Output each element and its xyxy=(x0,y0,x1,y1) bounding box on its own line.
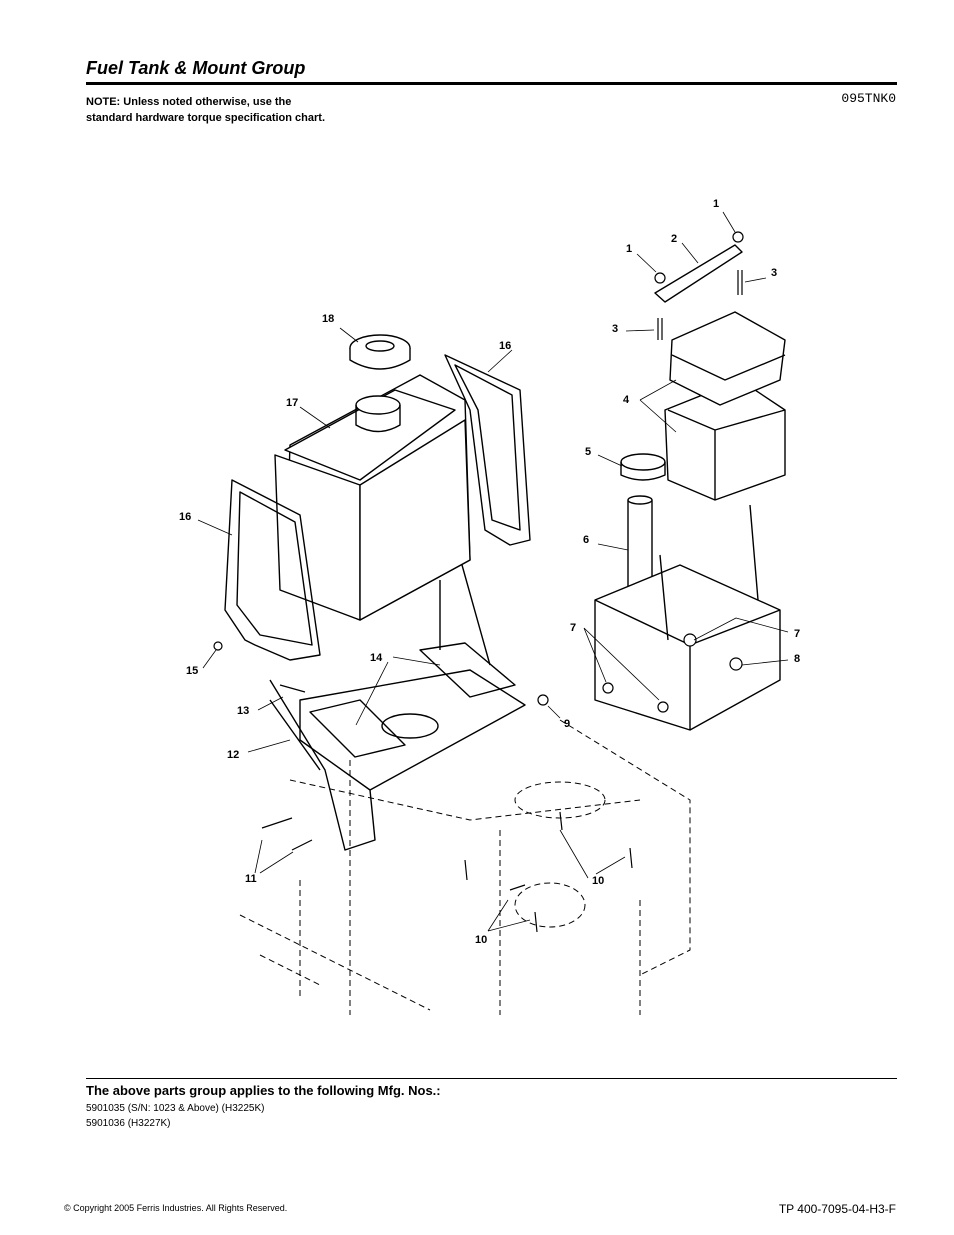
filter-cap xyxy=(620,453,666,481)
callout-18: 18 xyxy=(322,313,334,325)
tank-mount-plate xyxy=(269,642,526,851)
fuel-tank xyxy=(274,374,471,621)
callout-8: 8 xyxy=(794,653,800,665)
battery-hold-bar xyxy=(654,244,743,303)
callout-4: 4 xyxy=(623,394,630,406)
battery-box xyxy=(664,311,786,501)
callout-3a: 3 xyxy=(771,267,777,279)
callout-5: 5 xyxy=(585,446,591,458)
callout-17: 17 xyxy=(286,397,298,409)
battery-tray xyxy=(594,504,781,731)
hardware xyxy=(213,231,744,933)
callout-10a: 10 xyxy=(592,875,604,887)
footer-rule xyxy=(86,1078,897,1079)
diagram-code: 095TNK0 xyxy=(841,91,896,106)
mfg-number: 5901035 (S/N: 1023 & Above) (H3225K) xyxy=(86,1103,265,1114)
callout-10b: 10 xyxy=(475,934,487,946)
callout-6: 6 xyxy=(583,534,589,546)
callout-9: 9 xyxy=(564,718,570,730)
torque-note: NOTE: Unless noted otherwise, use the st… xyxy=(86,96,326,124)
tank-strap-right xyxy=(444,354,531,546)
header-rule xyxy=(86,82,897,85)
applies-heading: The above parts group applies to the fol… xyxy=(86,1083,441,1098)
callout-16a: 16 xyxy=(499,340,511,352)
mfg-number: 5901036 (H3227K) xyxy=(86,1118,171,1129)
callout-16b: 16 xyxy=(179,511,191,523)
callout-15: 15 xyxy=(186,665,198,677)
document-number: TP 400-7095-04-H3-F xyxy=(778,1202,896,1216)
filler-neck xyxy=(355,395,401,433)
callout-12: 12 xyxy=(227,749,239,761)
fuel-cap xyxy=(349,334,411,370)
callout-1b: 1 xyxy=(626,243,632,255)
frame-outline xyxy=(239,719,691,1015)
support-bracket xyxy=(269,564,491,771)
copyright: © Copyright 2005 Ferris Industries. All … xyxy=(64,1203,288,1213)
callout-1a: 1 xyxy=(713,198,719,210)
callout-7a: 7 xyxy=(570,622,576,634)
callout-13: 13 xyxy=(237,705,249,717)
leader-lines xyxy=(197,211,789,932)
tank-strap-left xyxy=(224,479,321,661)
callout-3b: 3 xyxy=(612,323,618,335)
callout-14: 14 xyxy=(370,652,383,664)
page-title: Fuel Tank & Mount Group xyxy=(86,58,306,78)
callout-7b: 7 xyxy=(794,628,800,640)
callout-2: 2 xyxy=(671,233,677,245)
callout-11: 11 xyxy=(245,873,257,885)
